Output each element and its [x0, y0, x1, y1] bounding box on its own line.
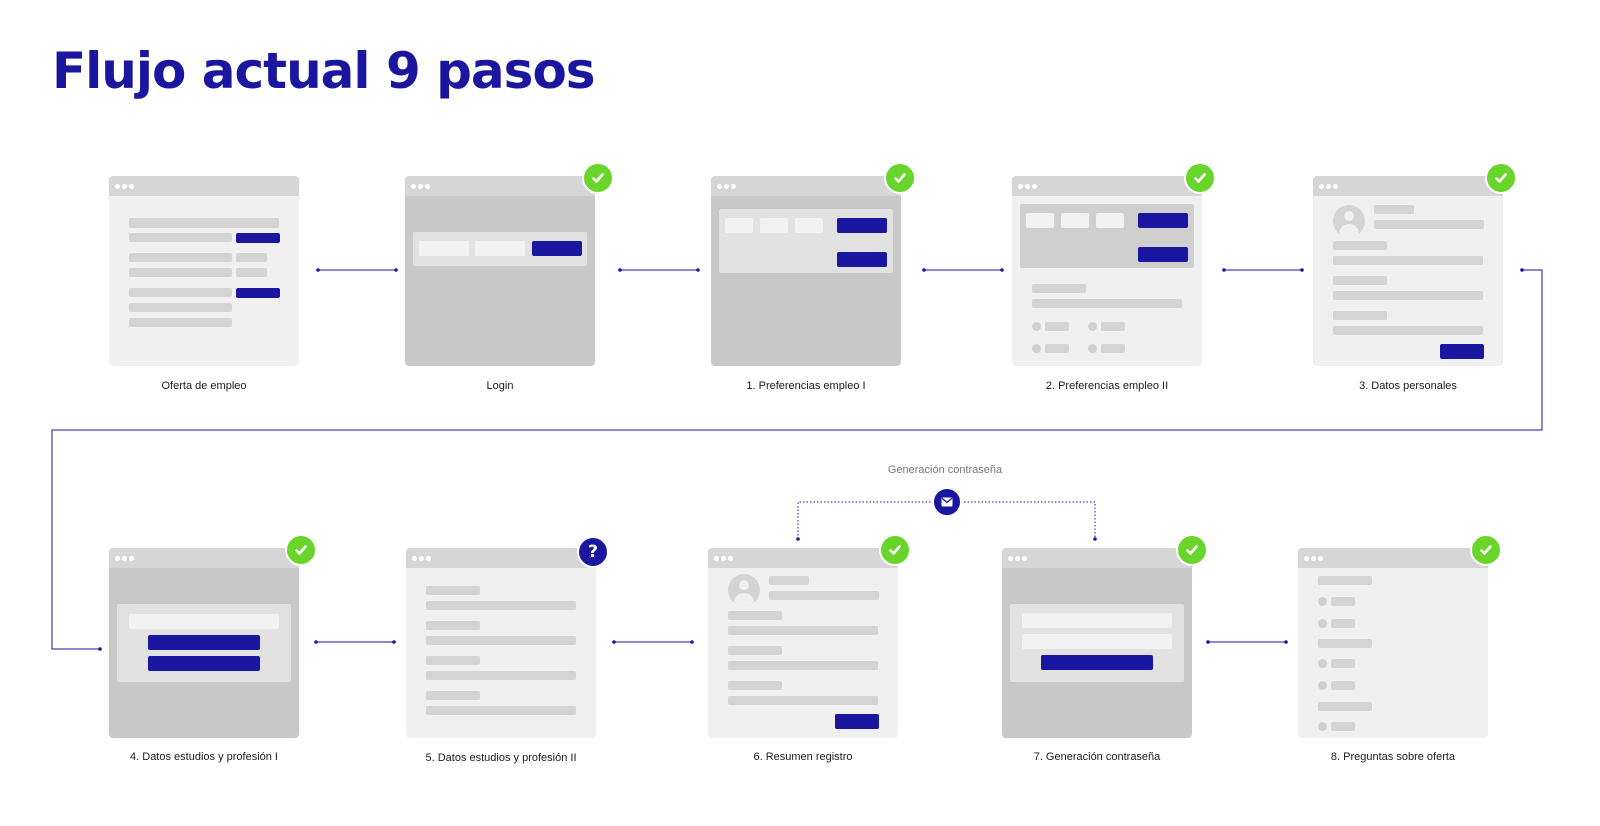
check-icon	[894, 173, 906, 183]
window-titlebar	[711, 176, 901, 196]
question-icon: ?	[588, 542, 598, 562]
question-badge: ?	[577, 536, 609, 568]
screen-preferencias-empleo-2	[1012, 176, 1202, 366]
step-label: Login	[486, 380, 514, 392]
check-badge	[879, 534, 911, 566]
window-titlebar	[1298, 548, 1488, 568]
avatar	[1333, 205, 1365, 237]
screen-datos-estudios-1	[109, 548, 299, 738]
check-icon	[1186, 545, 1198, 555]
screen-preferencias-empleo-1	[711, 176, 901, 366]
screen-resumen-registro	[708, 548, 898, 738]
check-badge	[582, 162, 614, 194]
screen-oferta-empleo	[109, 176, 299, 366]
check-icon	[592, 173, 604, 183]
screen-generacion-contrasena	[1002, 548, 1192, 738]
window-titlebar	[109, 176, 299, 196]
screen-login	[405, 176, 595, 366]
mail-icon	[941, 497, 953, 507]
window-titlebar	[1002, 548, 1192, 568]
check-badge	[1176, 534, 1208, 566]
window-titlebar	[1012, 176, 1202, 196]
check-icon	[295, 545, 307, 555]
window-titlebar	[406, 548, 596, 568]
step-label: 2. Preferencias empleo II	[1045, 380, 1169, 392]
check-badge	[884, 162, 916, 194]
window-titlebar	[1313, 176, 1503, 196]
screen-datos-personales	[1313, 176, 1503, 366]
step-label: 5. Datos estudios y profesión II	[425, 752, 577, 764]
check-badge	[1485, 162, 1517, 194]
step-label: 7. Generación contraseña	[1033, 751, 1161, 763]
connector-row-wrap	[51, 269, 1543, 650]
step-label: 6. Resumen registro	[753, 751, 853, 763]
window-titlebar	[405, 176, 595, 196]
step-label: 4. Datos estudios y profesión I	[130, 751, 278, 763]
step-label: Oferta de empleo	[161, 380, 247, 392]
check-badge	[285, 534, 317, 566]
check-badge	[1184, 162, 1216, 194]
screen-datos-estudios-2	[406, 548, 596, 738]
avatar	[728, 574, 760, 606]
branch-label: Generación contraseña	[887, 464, 1003, 476]
check-badge	[1470, 534, 1502, 566]
step-label: 3. Datos personales	[1359, 380, 1457, 392]
window-titlebar	[708, 548, 898, 568]
check-icon	[889, 545, 901, 555]
check-icon	[1495, 173, 1507, 183]
screen-preguntas-oferta	[1298, 548, 1488, 738]
check-icon	[1480, 545, 1492, 555]
step-label: 1. Preferencias empleo I	[746, 380, 866, 392]
page-title: Flujo actual 9 pasos	[52, 42, 596, 100]
window-titlebar	[109, 548, 299, 568]
step-label: 8. Preguntas sobre oferta	[1330, 751, 1456, 763]
check-icon	[1194, 173, 1206, 183]
mail-badge	[932, 487, 962, 517]
